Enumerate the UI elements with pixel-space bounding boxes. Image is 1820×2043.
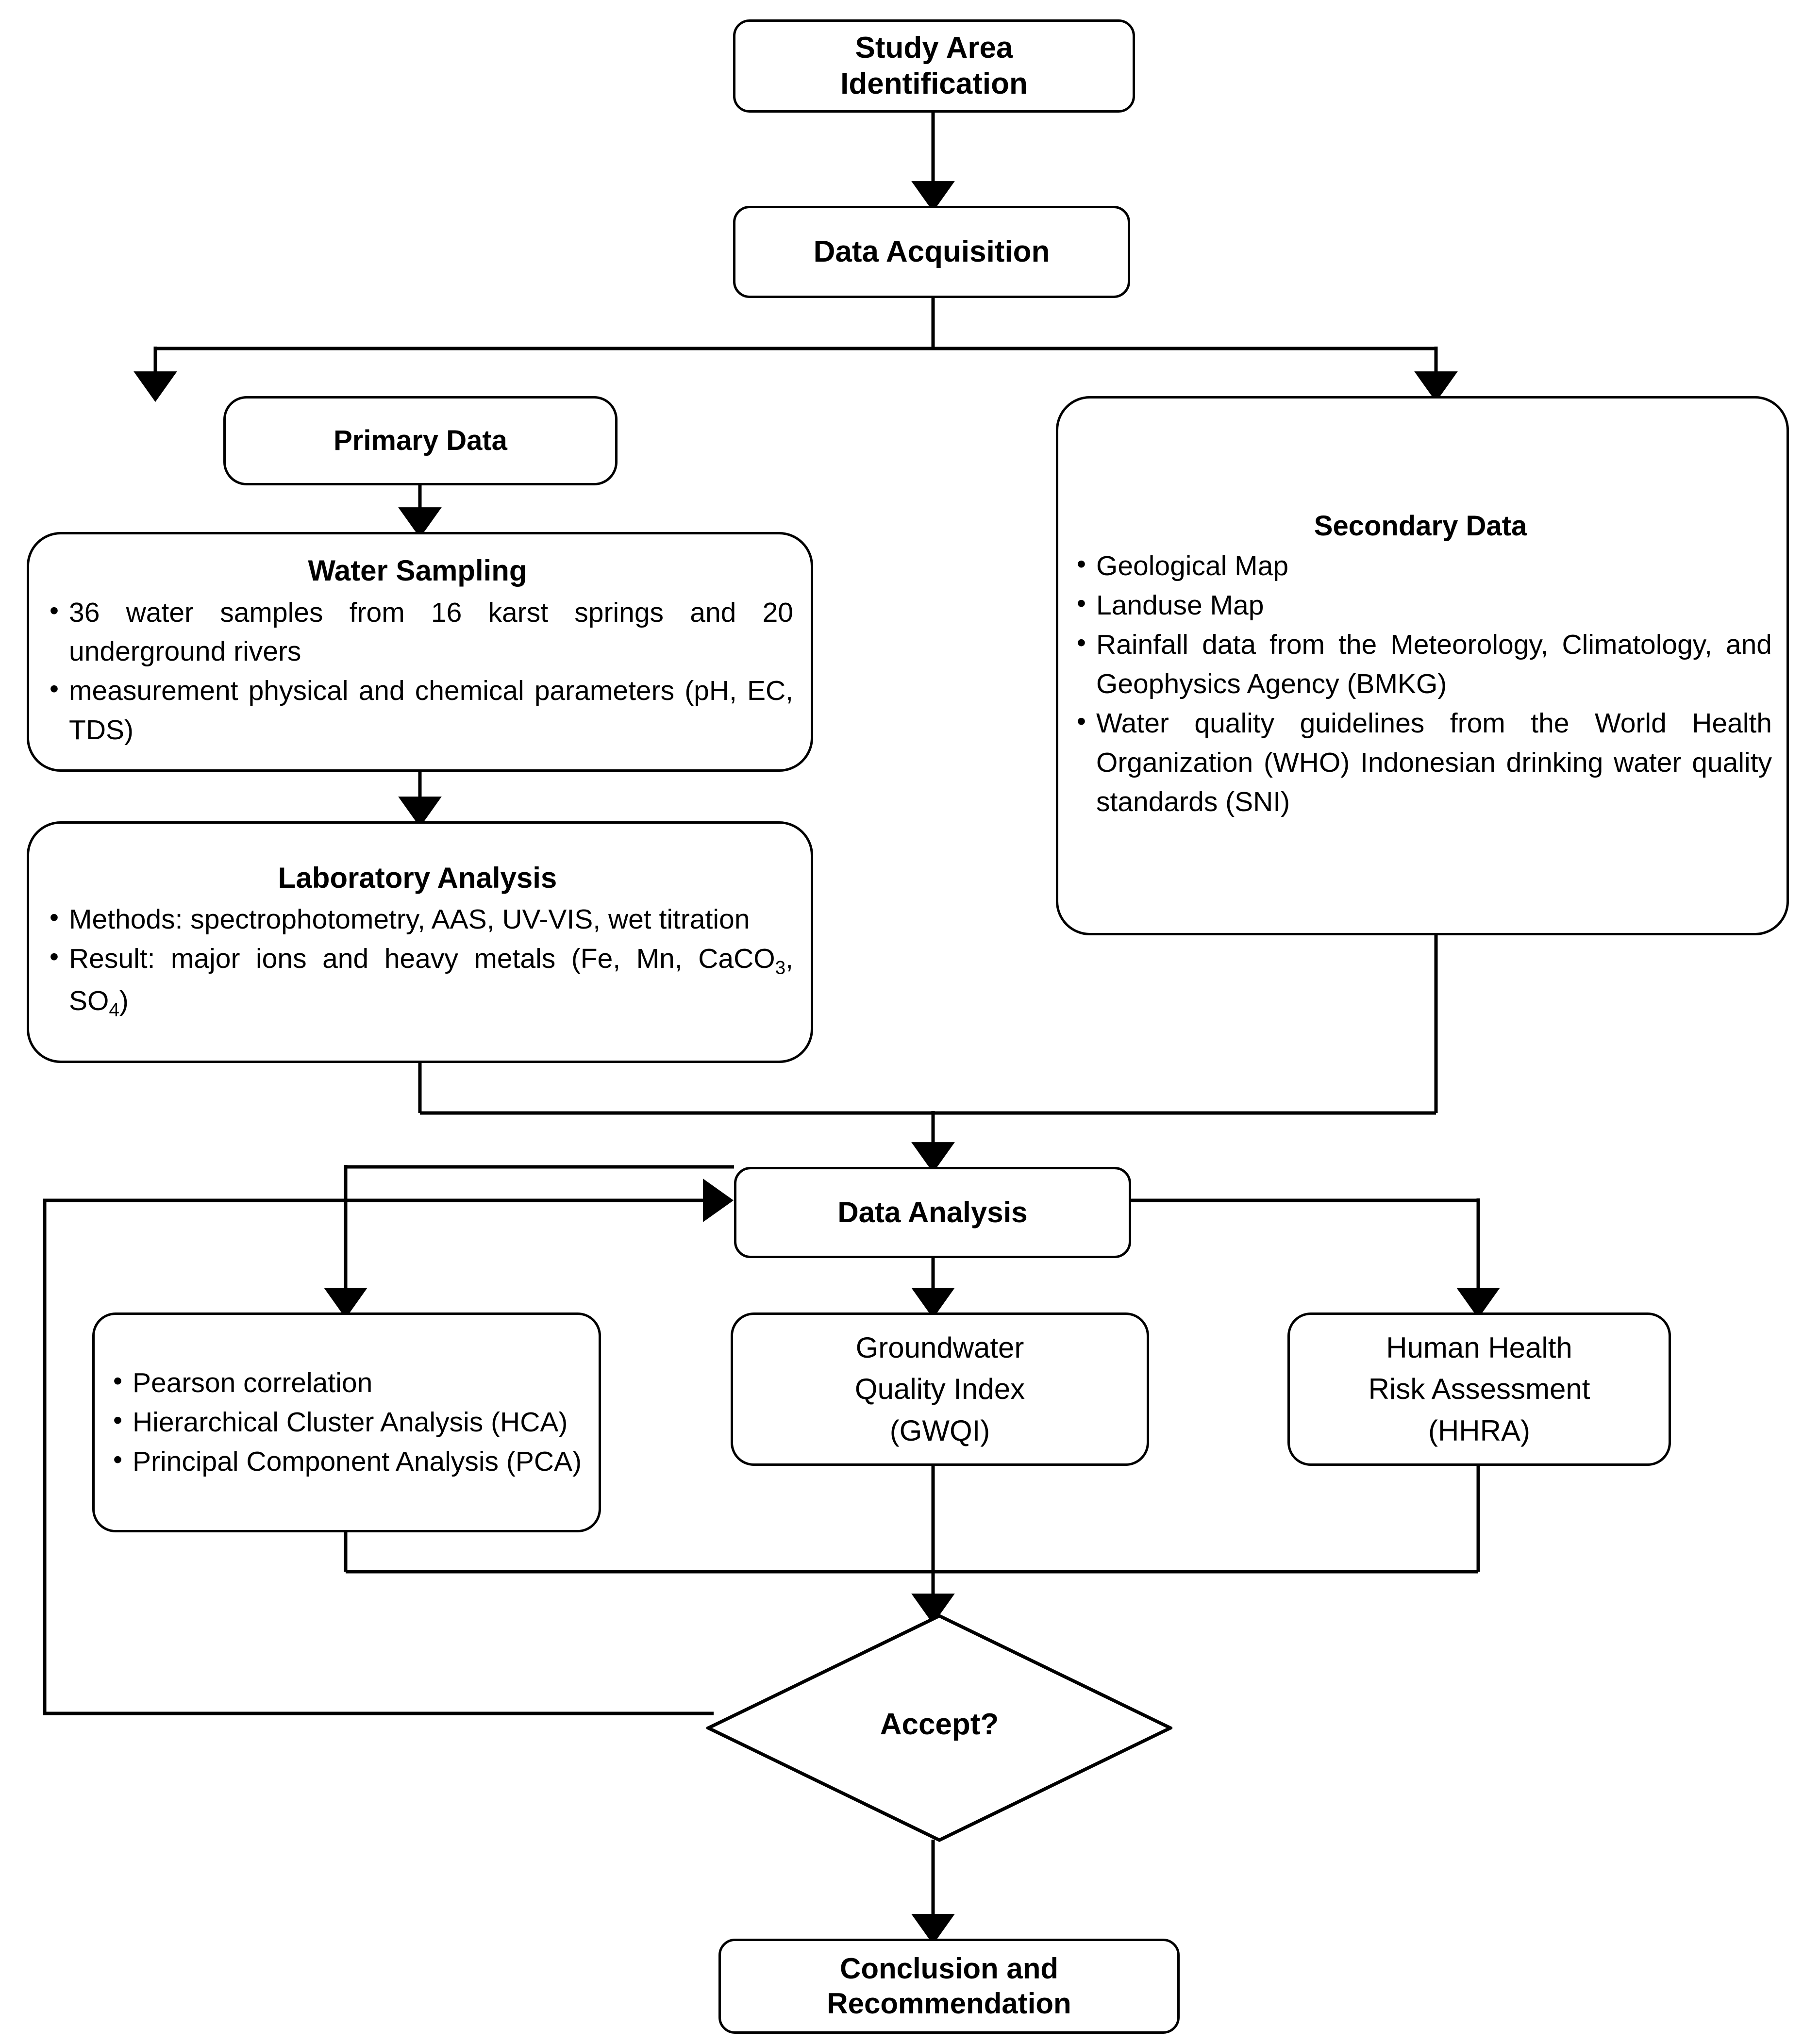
conclusion-line1: Conclusion and (840, 1952, 1058, 1985)
lab-result-sub2: 4 (109, 999, 119, 1021)
data-acquisition-label: Data Acquisition (813, 234, 1050, 268)
list-item: Geological Map (1069, 546, 1772, 586)
node-data-analysis[interactable]: Data Analysis (734, 1167, 1131, 1258)
gwqi-line2: Quality Index (854, 1373, 1025, 1406)
node-gwqi[interactable]: Groundwater Quality Index (GWQI) (731, 1312, 1149, 1466)
list-item: Methods: spectrophotometry, AAS, UV-VIS,… (42, 899, 793, 939)
secondary-data-bullets: Geological Map Landuse Map Rainfall data… (1069, 546, 1772, 822)
list-item: Result: major ions and heavy metals (Fe,… (42, 938, 793, 1023)
node-laboratory-analysis[interactable]: Laboratory Analysis Methods: spectrophot… (27, 821, 813, 1063)
node-conclusion[interactable]: Conclusion and Recommendation (718, 1939, 1180, 2034)
node-water-sampling[interactable]: Water Sampling 36 water samples from 16 … (27, 532, 813, 772)
node-secondary-data[interactable]: Secondary Data Geological Map Landuse Ma… (1056, 396, 1789, 935)
study-area-line1: Study Area (855, 31, 1013, 65)
node-hhra[interactable]: Human Health Risk Assessment (HHRA) (1287, 1312, 1671, 1466)
conclusion-line2: Recommendation (827, 1987, 1071, 2020)
node-data-acquisition[interactable]: Data Acquisition (733, 206, 1130, 298)
laboratory-analysis-bullets: Methods: spectrophotometry, AAS, UV-VIS,… (42, 899, 793, 1023)
water-sampling-bullets: 36 water samples from 16 karst springs a… (42, 592, 793, 750)
node-statistical-methods[interactable]: Pearson correlation Hierarchical Cluster… (92, 1312, 601, 1532)
lab-result-mid: , SO (69, 943, 793, 1016)
gwqi-line3: (GWQI) (889, 1414, 990, 1447)
hhra-line2: Risk Assessment (1368, 1373, 1590, 1406)
node-accept-decision[interactable]: Accept? (704, 1614, 1175, 1842)
list-item: measurement physical and chemical parame… (42, 670, 793, 750)
list-item: 36 water samples from 16 karst springs a… (42, 592, 793, 672)
node-primary-data[interactable]: Primary Data (223, 396, 618, 485)
study-area-line2: Identification (840, 67, 1028, 100)
hhra-line1: Human Health (1386, 1331, 1572, 1364)
decision-diamond-shape (704, 1614, 1175, 1842)
hhra-line3: (HHRA) (1428, 1414, 1530, 1447)
list-item: Principal Component Analysis (PCA) (105, 1441, 582, 1481)
lab-result-sub1: 3 (775, 957, 786, 979)
data-analysis-label: Data Analysis (837, 1196, 1028, 1229)
list-item: Rainfall data from the Meteorology, Clim… (1069, 624, 1772, 704)
laboratory-analysis-title: Laboratory Analysis (278, 861, 557, 894)
water-sampling-title: Water Sampling (308, 554, 527, 587)
list-item: Water quality guidelines from the World … (1069, 703, 1772, 822)
lab-result-suffix: ) (119, 985, 129, 1016)
statistical-methods-bullets: Pearson correlation Hierarchical Cluster… (105, 1362, 582, 1481)
accept-decision-label: Accept? (880, 1708, 999, 1741)
list-item: Hierarchical Cluster Analysis (HCA) (105, 1402, 582, 1442)
primary-data-label: Primary Data (334, 425, 507, 457)
lab-result-prefix: Result: major ions and heavy metals (Fe,… (69, 943, 775, 975)
list-item: Landuse Map (1069, 585, 1772, 625)
list-item: Pearson correlation (105, 1362, 582, 1403)
gwqi-line1: Groundwater (855, 1331, 1024, 1364)
node-study-area[interactable]: Study Area Identification (733, 19, 1135, 113)
secondary-data-title: Secondary Data (1314, 510, 1527, 542)
